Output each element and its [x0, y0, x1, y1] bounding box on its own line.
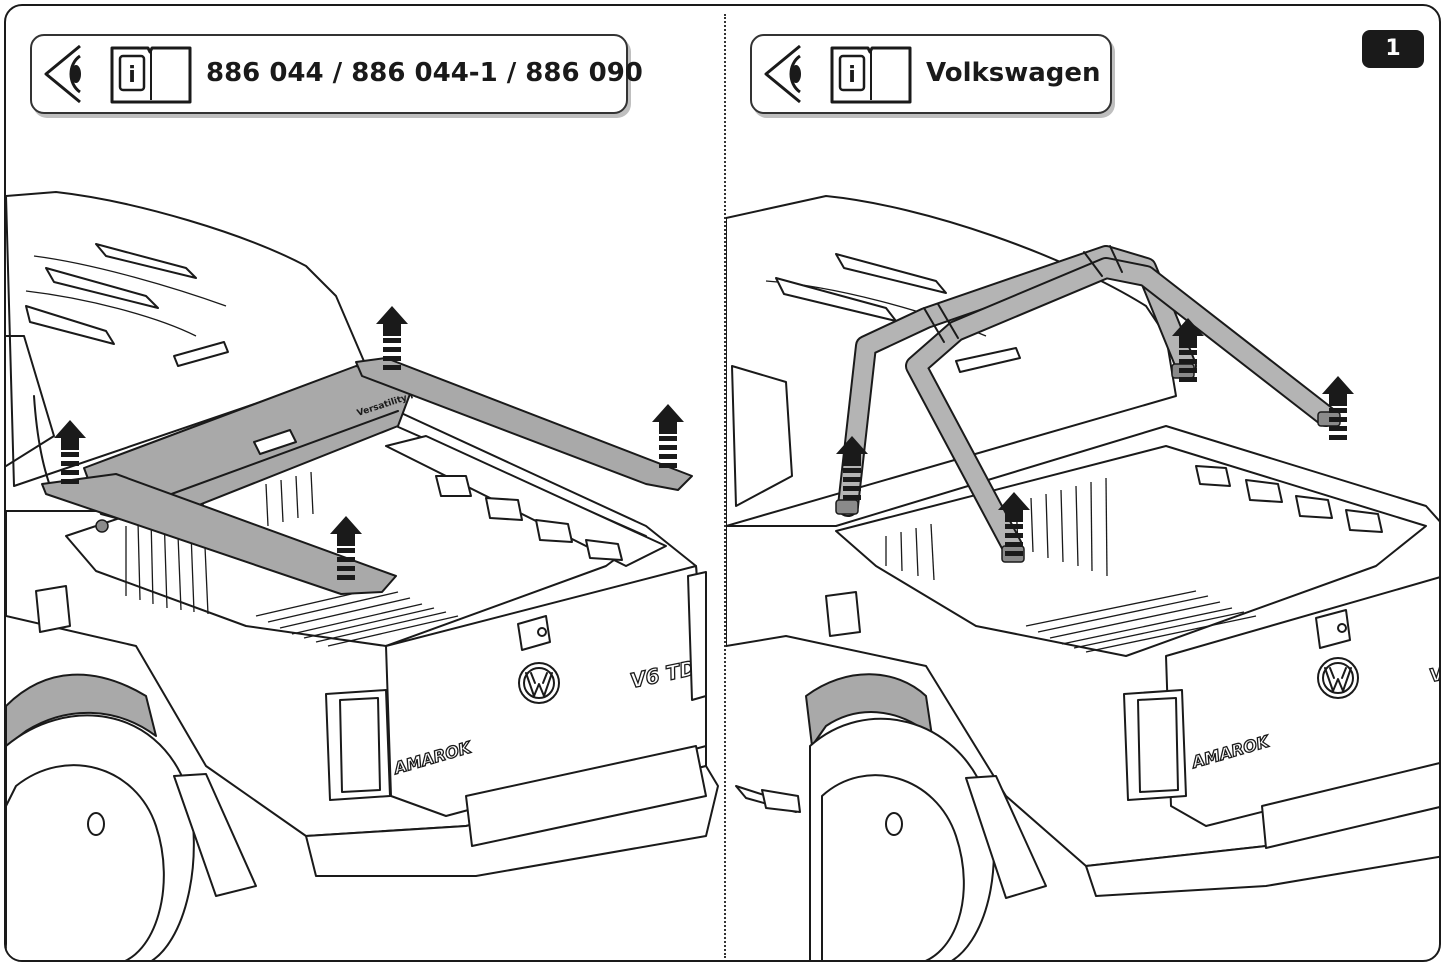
roll-housing [83, 365, 417, 527]
engine-badge: V [1428, 663, 1441, 687]
roll-bar [835, 245, 1341, 563]
info-book-icon: i [830, 46, 912, 104]
panel-divider [724, 14, 726, 958]
info-book-icon: i [110, 46, 192, 104]
step-number-badge: 1 [1362, 30, 1424, 68]
right-scene: V AMAROK [726, 195, 1441, 960]
eye-icon [44, 44, 81, 104]
svg-text:i: i [848, 63, 856, 88]
manufacturer-label: Volkswagen [926, 58, 1101, 88]
vw-logo-icon [518, 662, 560, 704]
right-callout: i Volkswagen [750, 34, 1112, 114]
eye-icon [764, 44, 801, 104]
vw-logo-icon [1317, 657, 1359, 699]
rear-window [731, 365, 793, 507]
part-numbers-label: 886 044 / 886 044-1 / 886 090 [206, 58, 643, 88]
wheel-arch [6, 673, 157, 747]
cab-roof [6, 191, 367, 487]
svg-text:i: i [128, 63, 136, 88]
left-rail [41, 473, 397, 595]
up-arrow-icon [652, 404, 684, 468]
left-scene: V6 TDI AMAROK Versatility Roll [6, 191, 719, 960]
instruction-frame: V6 TDI AMAROK Versatility Roll [4, 4, 1441, 962]
left-callout: i 886 044 / 886 044-1 / 886 090 [30, 34, 643, 114]
